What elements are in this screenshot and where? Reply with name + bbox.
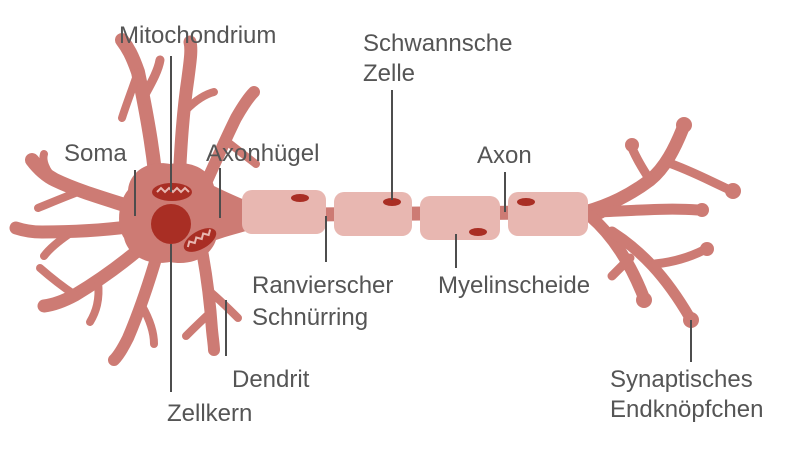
axon-terminal	[578, 121, 735, 324]
bouton	[700, 242, 714, 256]
bouton	[725, 183, 741, 199]
dendrite-lower-2	[194, 234, 220, 356]
label-axon: Axon	[477, 142, 532, 169]
nucleus	[151, 204, 191, 244]
label-schwann-line1: Schwannsche	[363, 30, 513, 57]
leader-lines	[134, 56, 692, 392]
soma	[119, 163, 258, 264]
schwann-cell-1	[242, 190, 326, 234]
bouton	[676, 117, 692, 133]
schwann-cell-3	[420, 196, 500, 240]
label-myelinscheide: Myelinscheide	[438, 272, 591, 299]
dendrite-lower-1	[108, 239, 166, 366]
label-ranvier-line2: Schnürring	[252, 304, 369, 331]
label-soma: Soma	[64, 140, 127, 167]
label-axonhuegel: Axonhügel	[206, 140, 320, 167]
synaptic-boutons	[625, 117, 741, 328]
bouton	[625, 138, 639, 152]
schwann-nuclei	[291, 194, 535, 236]
label-synapse-line1: Synaptisches	[610, 366, 753, 393]
label-schwann-line2: Zelle	[363, 60, 416, 87]
label-zellkern: Zellkern	[167, 400, 253, 427]
schwann-cell-2	[334, 192, 412, 236]
dendrite-left-2	[9, 218, 149, 239]
label-ranvier-line1: Ranvierscher	[252, 272, 394, 299]
bouton	[636, 292, 652, 308]
label-dendrit: Dendrit	[232, 366, 310, 393]
schwann-cell-4	[508, 192, 588, 236]
label-mitochondrium: Mitochondrium	[119, 22, 277, 49]
bouton	[695, 203, 709, 217]
label-synapse-line2: Endknöpfchen	[610, 396, 764, 423]
mitochondrion-2	[183, 228, 217, 252]
